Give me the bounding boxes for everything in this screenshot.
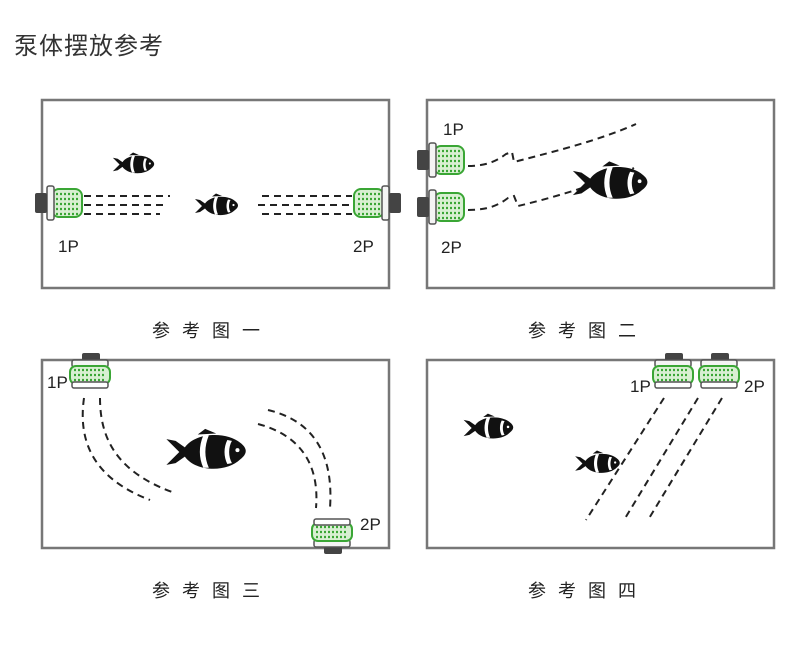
wave-pump-icon [352,184,403,222]
panel-2: 1P 2P 参考图二 [415,98,776,342]
wave-pump-icon [651,351,695,390]
water-flow [267,409,332,509]
panel-caption: 参考图三 [152,581,272,602]
water-flow [585,397,665,521]
page-title: 泵体摆放参考 [14,32,164,60]
pump-label-1p: 1P [58,237,79,256]
water-flow [258,195,352,215]
pump-label-2p: 2P [360,515,381,534]
wave-pump-icon [697,351,741,390]
water-flow [81,397,151,501]
water-flow [84,195,170,215]
panel-caption: 参考图四 [528,581,648,602]
pump-label-2p: 2P [441,238,462,257]
pump-label-2p: 2P [353,237,374,256]
panel-1: 1P 2P 参考图一 [33,98,403,342]
wave-pump-icon [415,141,466,179]
water-flow [99,397,173,493]
pump-label-1p: 1P [47,373,68,392]
wave-pump-icon [68,351,112,390]
panel-3: 1P 2P 参考图三 [40,351,391,602]
pump-label-2p: 2P [744,377,765,396]
water-flow [257,423,318,509]
pump-label-1p: 1P [443,120,464,139]
pump-label-1p: 1P [630,377,651,396]
panel-caption: 参考图二 [528,321,648,342]
panel-caption: 参考图一 [152,321,272,342]
wave-pump-icon [415,188,466,226]
panel-4: 1P 2P 参考图四 [425,351,776,602]
